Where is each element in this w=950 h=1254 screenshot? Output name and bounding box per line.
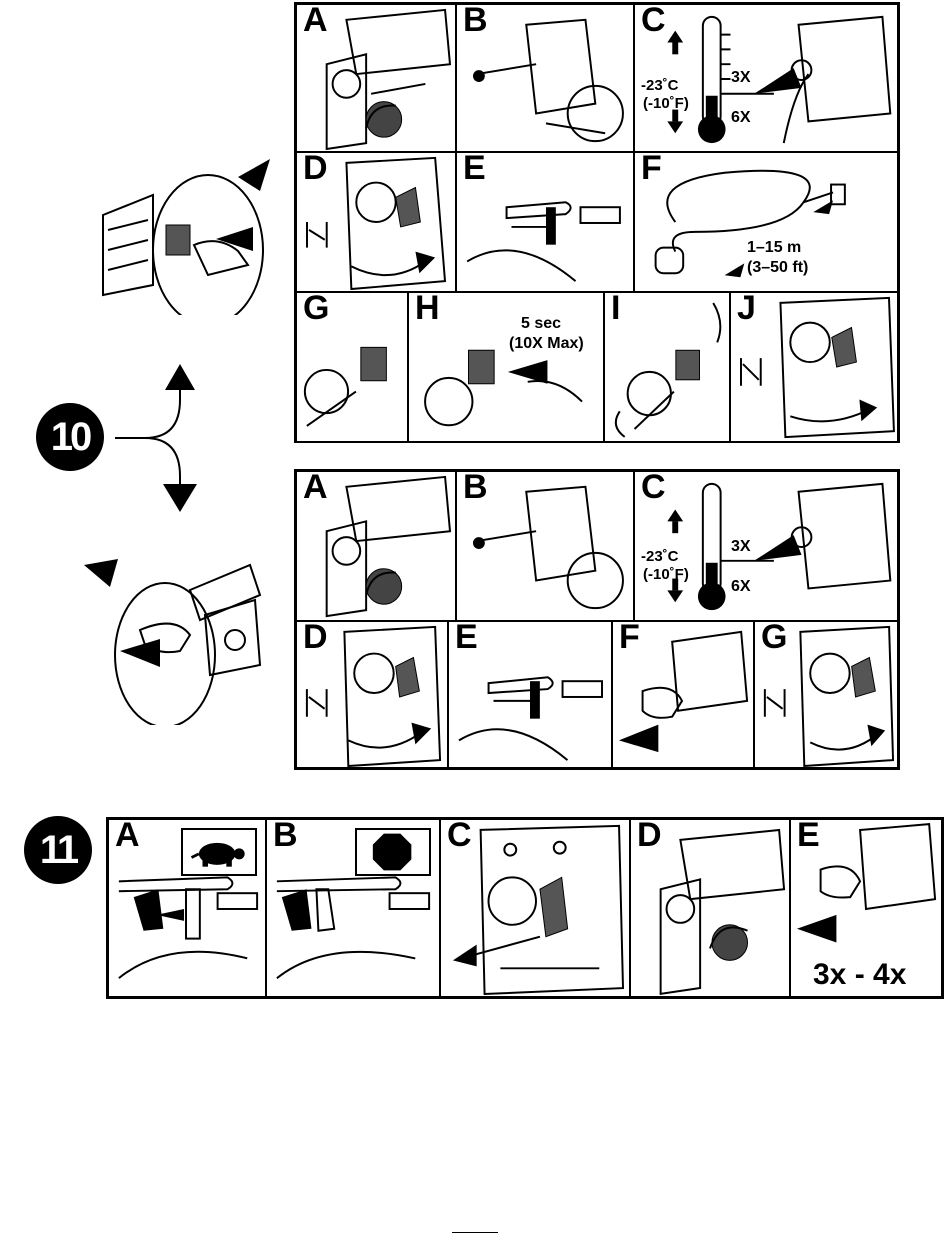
panel-b-a-label: A [303, 471, 328, 504]
panel-g-plug-in: G [296, 292, 408, 442]
panel-e-label: E [463, 152, 486, 185]
page-footer-rule [452, 1232, 498, 1233]
panel-a-engine-valve: A [296, 4, 456, 152]
step-10-badge: 10 [36, 403, 104, 471]
panel-b-label: B [463, 4, 488, 37]
panel-b-d-label: D [303, 621, 328, 654]
panel-b-g-choke-off: G [754, 621, 898, 768]
panel-f-extension-cord: F 1–15 m (3–50 ft) [634, 152, 898, 292]
panel-b-g-label: G [761, 621, 787, 654]
sequence-b-grid: A B C -23˚C (-10˚F) 3X 6X D [294, 469, 900, 770]
panel-i-engine-running: I [604, 292, 730, 442]
panel-b-key: B [456, 4, 634, 152]
panel-11-c-choke: C [440, 819, 630, 997]
primer-count-range: 3x - 4x [813, 958, 906, 993]
panel-b-c-label: C [641, 471, 666, 504]
panel-d-label: D [303, 152, 328, 185]
panel-11-e-label: E [797, 819, 820, 852]
step-11-badge: 11 [24, 816, 92, 884]
panel-11-b-stop: B [266, 819, 440, 997]
panel-c-label: C [641, 4, 666, 37]
panel-11-a-slow: A [108, 819, 266, 997]
panel-i-label: I [611, 292, 620, 325]
detail-illustration-bottom [80, 555, 270, 725]
panel-j-choke-off: J [730, 292, 898, 442]
panel-b-e-throttle: E [448, 621, 612, 768]
panel-h-label: H [415, 292, 440, 325]
hold-duration: 5 sec [521, 315, 561, 333]
panel-b-b-key: B [456, 471, 634, 621]
detail-illustration-top [98, 155, 288, 315]
cord-length-imperial: (3–50 ft) [747, 259, 808, 277]
panel-a-label: A [303, 4, 328, 37]
panel-d-choke: D [296, 152, 456, 292]
panel-11-e-primer-press: E 3x - 4x [790, 819, 942, 997]
panel-b-b-label: B [463, 471, 488, 504]
panel-b-a-engine-valve: A [296, 471, 456, 621]
panel-c-temperature-primer: C -23˚C (-10˚F) 3X 6X [634, 4, 898, 152]
panel-11-c-label: C [447, 819, 472, 852]
turtle-icon [181, 828, 257, 876]
sequence-11-grid: A B C D E [106, 817, 944, 999]
panel-b-c-temperature-primer: C -23˚C (-10˚F) 3X 6X [634, 471, 898, 621]
panel-e-throttle: E [456, 152, 634, 292]
panel-b-f-primer-press: F [612, 621, 754, 768]
step-10-number: 10 [51, 415, 90, 460]
panel-11-d-valve: D [630, 819, 790, 997]
primer-count-cold-b: 6X [731, 578, 751, 596]
panel-11-a-label: A [115, 819, 140, 852]
panel-f-label: F [641, 152, 662, 185]
panel-11-d-label: D [637, 819, 662, 852]
max-attempts: (10X Max) [509, 335, 584, 353]
panel-g-label: G [303, 292, 329, 325]
primer-count-warm-b: 3X [731, 538, 751, 556]
temp-fahrenheit-b: (-10˚F) [643, 566, 689, 583]
panel-j-label: J [737, 292, 756, 325]
cord-length-metric: 1–15 m [747, 239, 801, 257]
temp-celsius-b: -23˚C [641, 548, 679, 565]
temp-celsius: -23˚C [641, 77, 679, 94]
panel-11-b-label: B [273, 819, 298, 852]
sequence-a-grid: A B C -23˚C (-10˚F) 3X 6X D [294, 2, 900, 443]
primer-count-cold: 6X [731, 109, 751, 127]
primer-count-warm: 3X [731, 69, 751, 87]
panel-b-e-label: E [455, 621, 478, 654]
temp-fahrenheit: (-10˚F) [643, 95, 689, 112]
stop-octagon-icon [355, 828, 431, 876]
branch-arrows-icon [100, 360, 210, 520]
step-11-number: 11 [40, 828, 76, 873]
panel-b-f-label: F [619, 621, 640, 654]
panel-b-d-choke: D [296, 621, 448, 768]
panel-h-starter-button: H 5 sec (10X Max) [408, 292, 604, 442]
